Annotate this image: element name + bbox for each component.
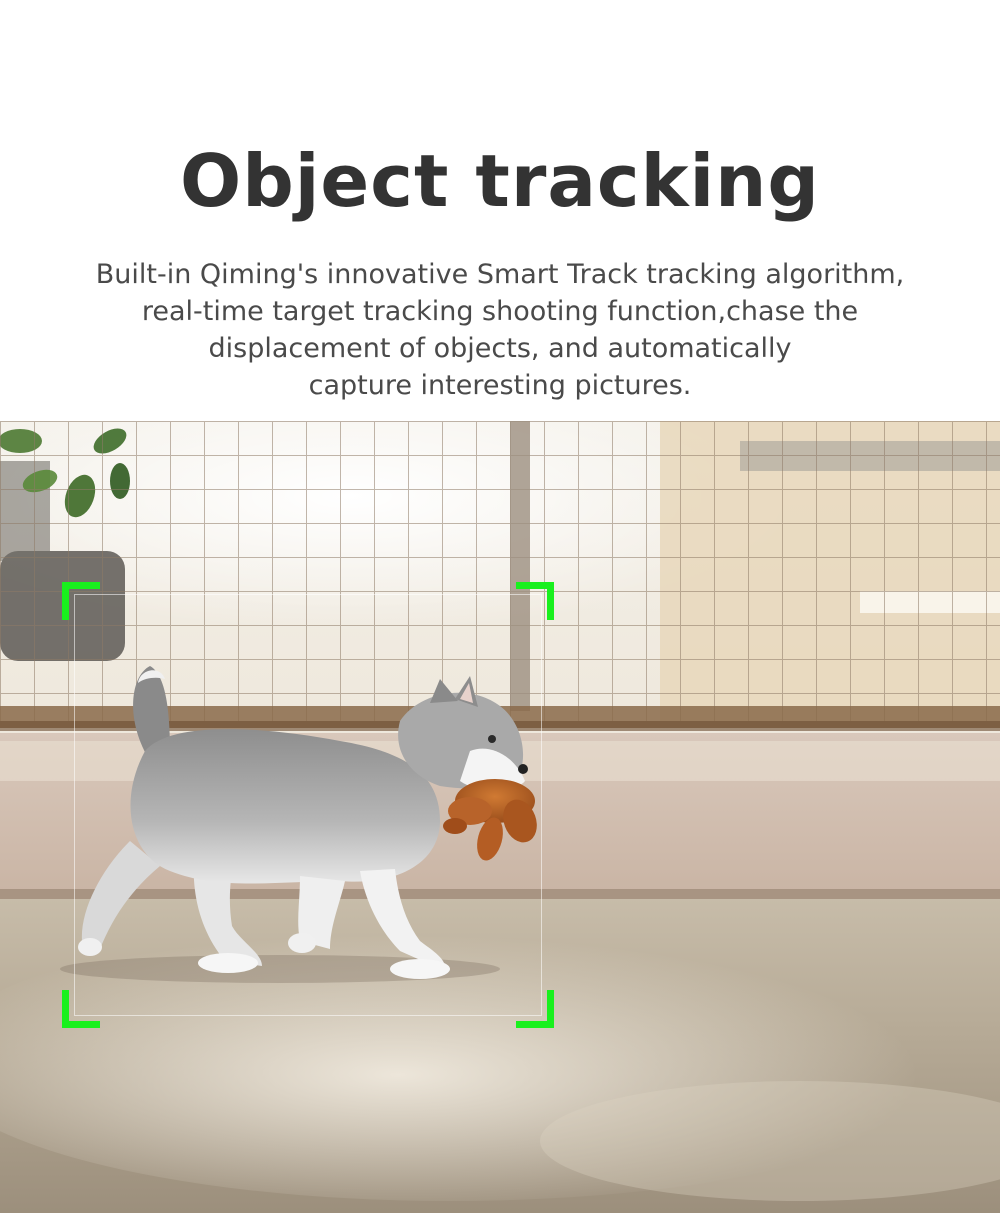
description-line: displacement of objects, and automatical…: [208, 333, 792, 364]
tracking-frame: [74, 594, 542, 1016]
tracking-photo: [0, 421, 1000, 1213]
plush-toy: [443, 779, 537, 861]
tracking-corner-top-right: [516, 582, 554, 620]
description: Built-in Qiming's innovative Smart Track…: [30, 256, 970, 404]
tracking-box: [62, 582, 554, 1028]
header-section: Object tracking Built-in Qiming's innova…: [0, 0, 1000, 421]
tracking-corner-bottom-right: [516, 990, 554, 1028]
description-line: capture interesting pictures.: [308, 370, 692, 401]
page-title: Object tracking: [180, 139, 820, 223]
puppy: [78, 666, 528, 979]
tracking-corner-top-left: [62, 582, 100, 620]
puppy-scene-illustration: [0, 421, 1000, 1213]
description-line: Built-in Qiming's innovative Smart Track…: [95, 259, 905, 290]
tracking-corner-bottom-left: [62, 990, 100, 1028]
description-line: real-time target tracking shooting funct…: [141, 296, 859, 327]
